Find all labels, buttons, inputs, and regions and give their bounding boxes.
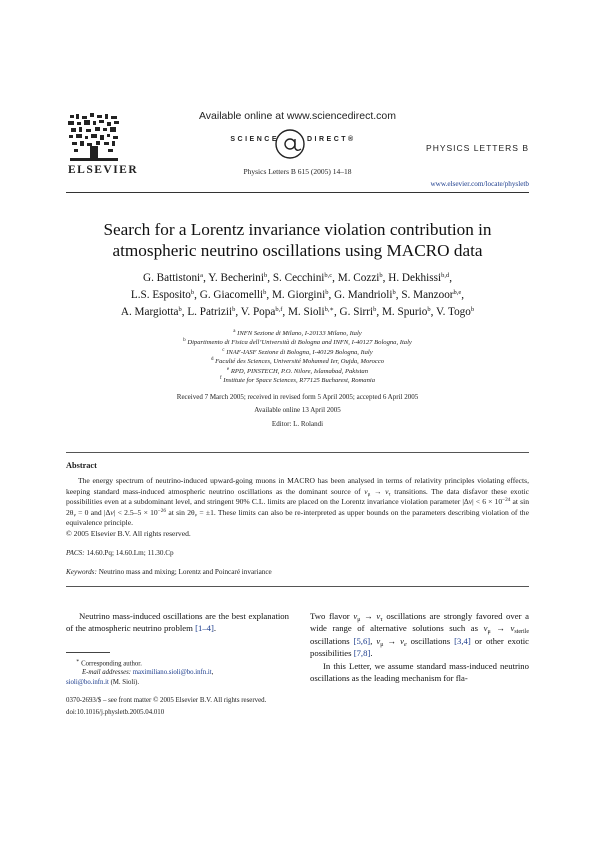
author: A. Margiotta — [120, 305, 179, 318]
author: G. Battistoni — [142, 272, 201, 284]
body-column-left: Neutrino mass-induced oscillations are t… — [66, 611, 289, 634]
author-affiliation-mark[interactable]: b — [470, 305, 475, 313]
email-link[interactable]: maximiliano.sioli@bo.infn.it — [132, 669, 212, 677]
sciencedirect-right-text: DIRECT® — [307, 136, 356, 143]
author: G. Sirri — [339, 305, 374, 318]
abstract-top-rule — [66, 452, 529, 453]
pacs-codes: PACS: 14.60.Pq; 14.60.Lm; 11.30.Cp — [66, 549, 174, 557]
affiliation-list: a INFN Sezione di Milano, I-20133 Milano… — [66, 329, 529, 385]
author: V. Togo — [436, 305, 471, 318]
editor: Editor: L. Rolandi — [271, 419, 324, 428]
abstract-heading: Abstract — [66, 461, 97, 470]
author-affiliation-mark[interactable]: b — [325, 288, 329, 296]
citation-link[interactable]: [7,8] — [353, 648, 371, 659]
author-line-1: G. Battistonia, Y. Becherinib, S. Cecchi… — [142, 272, 453, 284]
available-date: Available online 13 April 2005 — [254, 406, 341, 415]
received-date: Received 7 March 2005; received in revis… — [176, 393, 419, 401]
author: M. Cozzi — [337, 272, 380, 284]
email-line: E-mail addresses: maximiliano.sioli@bo.i… — [82, 669, 214, 677]
affiliation: a INFN Sezione di Milano, I-20133 Milano… — [233, 329, 362, 337]
article-title: Search for a Lorentz invariance violatio… — [66, 219, 529, 261]
body-column-right: Two flavor νμ → ντ oscillations are stro… — [310, 610, 529, 684]
journal-citation: Physics Letters B 615 (2005) 14–18 — [243, 167, 352, 176]
citation-link[interactable]: [3,4] — [454, 635, 471, 646]
available-online-banner[interactable]: Available online at www.sciencedirect.co… — [198, 110, 397, 122]
footnote-rule — [66, 652, 110, 653]
sciencedirect-left-text: SCIENCE — [230, 136, 279, 143]
abstract-body: The energy spectrum of neutrino-induced … — [66, 476, 529, 528]
affiliation: e RPD, PINSTECH, P.O. Nilore, Islamabad,… — [226, 366, 369, 375]
intro-paragraph: Neutrino mass-induced oscillations are t… — [66, 611, 289, 634]
keywords: Keywords: Neutrino mass and mixing; Lore… — [66, 568, 272, 576]
article-history: Received 7 March 2005; received in revis… — [66, 391, 529, 431]
author-affiliation-mark[interactable]: b — [392, 288, 396, 296]
author: G. Giacomelli — [199, 288, 264, 301]
header-rule — [66, 192, 529, 193]
corresponding-author-note: ∗ Corresponding author. — [76, 659, 142, 668]
email-link[interactable]: sioli@bo.infn.it — [66, 678, 109, 686]
author: M. Spurio — [381, 305, 428, 318]
author-affiliation-mark[interactable]: b,d — [441, 272, 450, 279]
citation-link[interactable]: [5,6] — [353, 635, 371, 646]
author-affiliation-mark[interactable]: a — [200, 272, 204, 279]
author-affiliation-mark[interactable]: b — [373, 305, 377, 313]
author: M. Sioli — [287, 305, 325, 318]
author-affiliation-mark[interactable]: b,∗ — [324, 305, 334, 313]
affiliation: b Dipartimento di Fisica dell’Università… — [183, 338, 412, 347]
author-affiliation-mark[interactable]: b — [232, 305, 236, 313]
author: L. Patrizii — [187, 305, 233, 318]
journal-url-link[interactable]: www.elsevier.com/locate/physletb — [430, 180, 529, 188]
author-affiliation-mark[interactable]: b — [427, 305, 431, 313]
elsevier-tree-logo — [66, 112, 122, 164]
author: Y. Becherini — [208, 272, 264, 284]
author: H. Dekhissi — [388, 272, 442, 284]
issn-line: 0370-2693/$ – see front matter © 2005 El… — [66, 697, 267, 704]
paragraph: In this Letter, we assume standard mass-… — [310, 660, 529, 684]
publisher-name: ELSEVIER — [68, 164, 139, 176]
sciencedirect-at-icon — [275, 129, 305, 159]
abstract-bottom-rule — [66, 586, 529, 587]
author: G. Mandrioli — [334, 288, 393, 301]
author-affiliation-mark[interactable]: b,c — [324, 272, 333, 279]
author-line-3: A. Margiottab, L. Patriziib, V. Popab,f,… — [120, 305, 475, 318]
author-affiliation-mark[interactable]: b,f — [275, 305, 283, 313]
journal-name: PHYSICS LETTERS B — [426, 143, 529, 153]
doi-line[interactable]: doi:10.1016/j.physletb.2005.04.010 — [66, 708, 165, 716]
author-affiliation-mark[interactable]: b — [178, 305, 182, 313]
author: V. Popa — [240, 305, 276, 318]
citation-link[interactable]: [1–4] — [195, 623, 214, 634]
author-affiliation-mark[interactable]: b — [263, 272, 268, 279]
title-line-2: atmospheric neutrino oscillations using … — [112, 241, 483, 260]
paragraph: Two flavor νμ → ντ oscillations are stro… — [310, 611, 530, 659]
author: S. Cecchini — [272, 272, 325, 284]
sciencedirect-logo: SCIENCE DIRECT® — [0, 127, 595, 159]
author: L.S. Esposito — [130, 288, 191, 301]
author-affiliation-mark[interactable]: b — [379, 272, 383, 279]
abstract-copyright: © 2005 Elsevier B.V. All rights reserved… — [66, 529, 191, 538]
author: S. Manzoor — [401, 288, 454, 301]
title-line-1: Search for a Lorentz invariance violatio… — [103, 220, 492, 239]
author-line-2: L.S. Espositob, G. Giacomellib, M. Giorg… — [130, 288, 465, 301]
author-list: G. Battistonia, Y. Becherinib, S. Cecchi… — [66, 270, 529, 320]
affiliation: c INAF-IASF Sezione di Bologna, I-40129 … — [222, 347, 373, 356]
footnote: ∗ Corresponding author. E-mail addresses… — [66, 657, 289, 687]
affiliation: d Faculté des Sciences, Université Moham… — [210, 357, 385, 366]
author: M. Giorgini — [271, 288, 326, 301]
author-affiliation-mark[interactable]: b — [190, 288, 195, 296]
front-matter: 0370-2693/$ – see front matter © 2005 El… — [66, 695, 266, 718]
email-line: sioli@bo.infn.it (M. Sioli). — [66, 678, 140, 686]
affiliation: f Institute for Space Sciences, R77125 B… — [219, 376, 376, 385]
author-affiliation-mark[interactable]: b — [263, 288, 267, 296]
author-affiliation-mark[interactable]: b,e — [453, 288, 462, 296]
